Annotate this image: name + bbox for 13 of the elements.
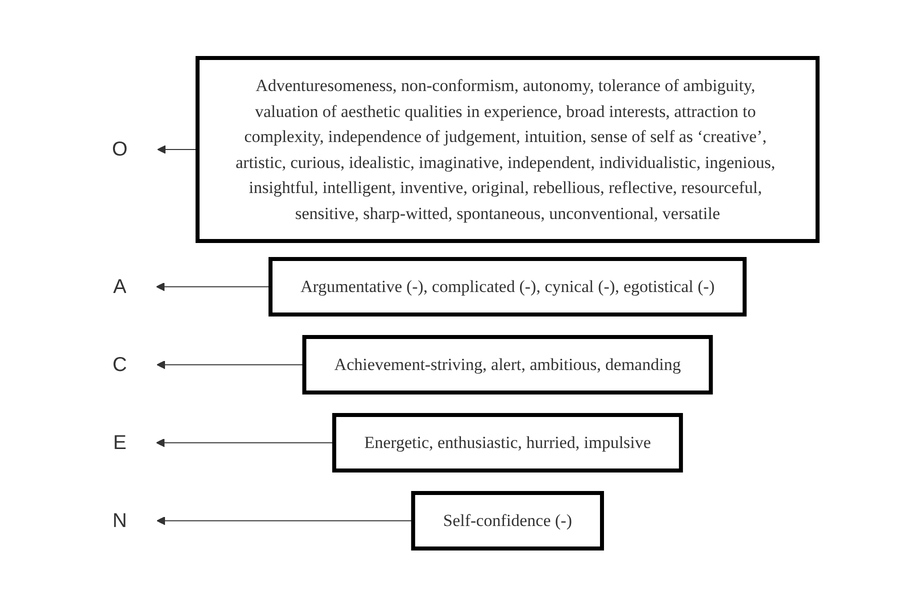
arrow (157, 144, 198, 154)
node-box (332, 412, 684, 472)
diagram: O Adventuresomeness, non-conformism, autonomy, tolerance of ambiguity, valuation of aesthetic qualities in experience, broad interests, attraction to complexity, independence of judgement, intuition, sense of self as ‘creative’, artistic, curious, idealistic, imaginative, independent, individualistic, ingenious, insightful, intelligent, inventive, original, rebellious, reflective, resourceful, sensitive, sharp-witted, spontaneous, unconventional, versatile A Argumentative (-), complicated (-), cynical (-), egotistical (-) C Achievement-striving, alert, ambitious, demanding E Energetic, enthusiastic, hurried, impulsive N Self-confidence (-) (74, 50, 826, 558)
node-text: A (113, 275, 127, 298)
node-box (268, 256, 747, 316)
node-text: C (112, 353, 128, 376)
node-text: N (112, 509, 128, 532)
node-box (302, 334, 714, 394)
node-text: O (112, 138, 128, 160)
node-box (411, 490, 604, 550)
node-text: E (113, 431, 127, 454)
node-box (196, 56, 820, 243)
arrow (156, 438, 335, 447)
